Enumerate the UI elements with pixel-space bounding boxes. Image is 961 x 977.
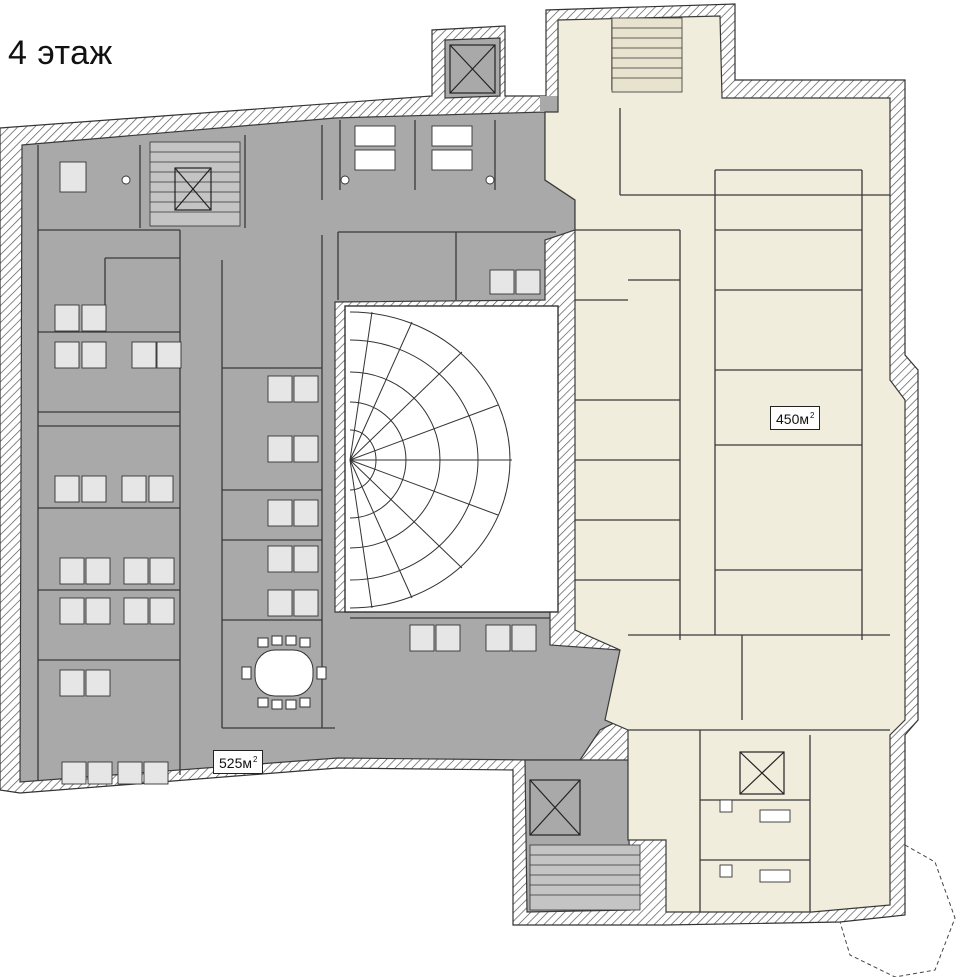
area-unit-west: 2 (252, 755, 258, 764)
elevator-shafts (174, 44, 785, 836)
area-unit-east: 2 (809, 411, 815, 420)
west-partitions (37, 120, 556, 780)
meeting-table (241, 635, 327, 710)
east-zone (544, 15, 906, 913)
staircase-south (529, 844, 641, 911)
area-value-east: 450м (776, 411, 809, 427)
floor-title: 4 этаж (8, 34, 113, 72)
east-partitions (575, 20, 890, 912)
area-label-east: 450м2 (770, 406, 821, 430)
area-label-west: 525м2 (213, 750, 264, 774)
area-value-west: 525м (219, 755, 252, 771)
desks (54, 161, 541, 785)
exterior-canopy (839, 844, 956, 977)
wc-fixtures (121, 125, 791, 883)
staircase-west (149, 141, 241, 227)
staircase-north (611, 17, 683, 93)
dome-skylight (349, 311, 512, 609)
atrium (344, 305, 559, 613)
